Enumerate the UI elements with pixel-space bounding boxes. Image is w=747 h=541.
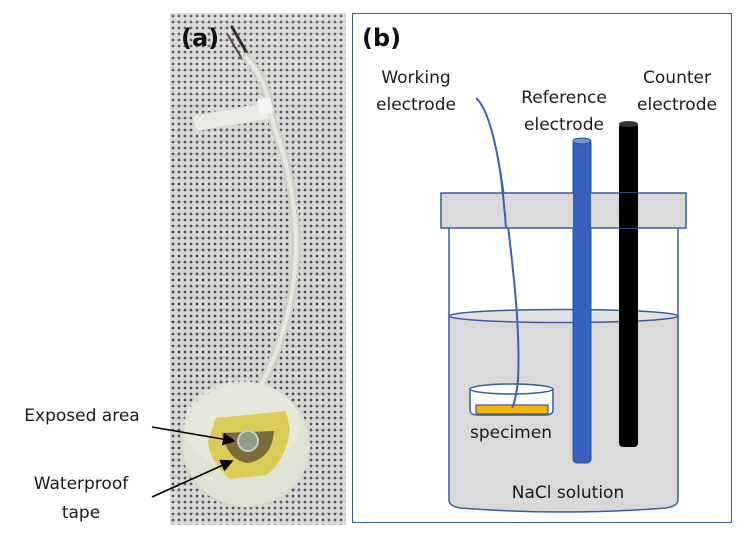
- tape-flag: [191, 102, 271, 132]
- working-electrode-label-line1: Working: [381, 68, 451, 88]
- specimen-label: specimen: [470, 423, 552, 443]
- waterproof-tape-label-line1: Waterproof: [33, 474, 129, 494]
- counter-electrode-label-line2: electrode: [637, 95, 717, 115]
- specimen: [475, 404, 549, 415]
- counter-electrode: [619, 123, 638, 447]
- reference-electrode: [572, 139, 592, 464]
- panel-a-tag: (a): [181, 24, 220, 52]
- exposed-specimen: [237, 430, 259, 452]
- reference-electrode-label-line2: electrode: [524, 115, 604, 135]
- schematic-frame: [352, 13, 732, 523]
- reference-electrode-label-line1: Reference: [521, 88, 607, 108]
- panel-b-tag: (b): [362, 24, 402, 52]
- exposed-area-label: Exposed area: [24, 406, 140, 426]
- nacl-solution-label: NaCl solution: [511, 483, 625, 503]
- wire-tip: [230, 25, 250, 57]
- working-electrode-label-line2: electrode: [376, 95, 456, 115]
- wire-tip: [227, 34, 243, 60]
- cell-lid: [440, 192, 687, 229]
- working-electrode-wire: [475, 97, 520, 409]
- solution-surface: [448, 308, 679, 324]
- counter-electrode-label-line1: Counter: [643, 68, 711, 88]
- waterproof-tape-label-line2: tape: [61, 503, 101, 523]
- electrode-photo: [170, 13, 346, 525]
